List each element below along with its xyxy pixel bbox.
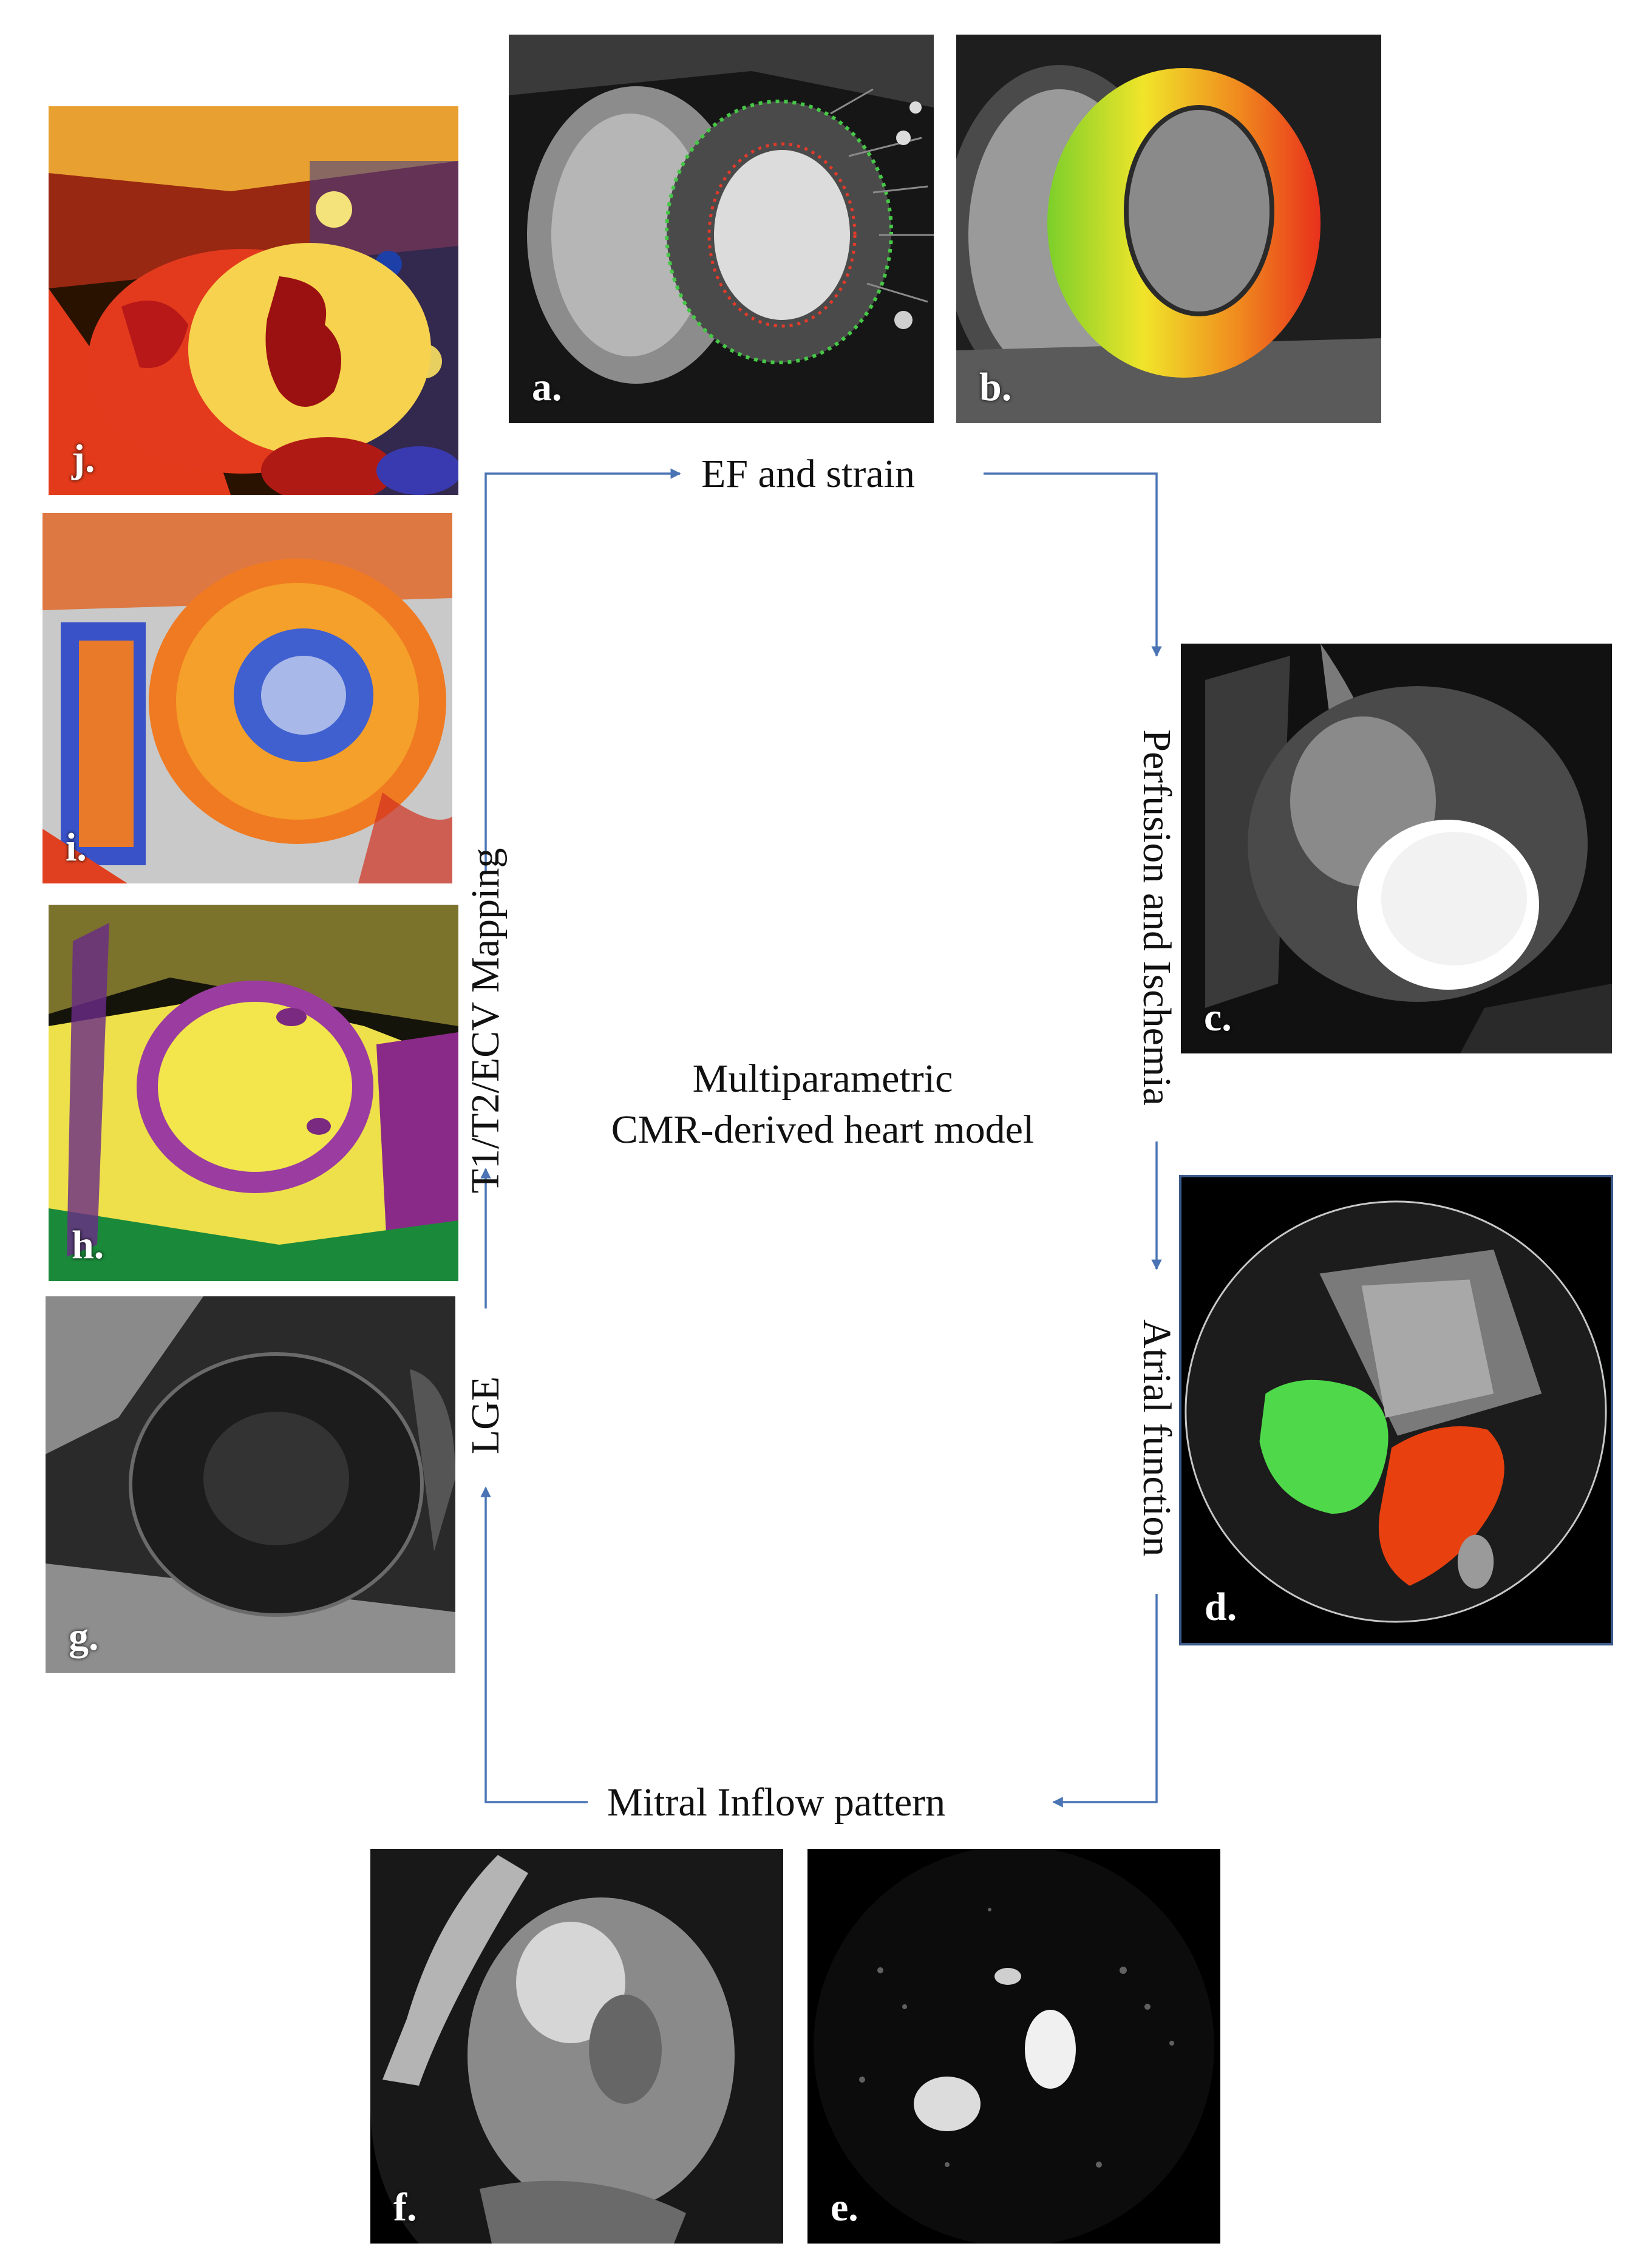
panel-b-strain-map: b. (956, 35, 1381, 423)
label-ef-strain: EF and strain (701, 452, 915, 496)
panel-label-c: c. (1204, 995, 1232, 1039)
label-perfusion-ischemia: Perfusion and Ischemia (1135, 729, 1179, 1106)
panel-label-i: i. (66, 825, 87, 869)
panel-label-e: e. (831, 2185, 858, 2230)
t1-map-image (49, 106, 458, 495)
panel-label-b: b. (979, 365, 1012, 409)
arrow-mapping-to-ef (484, 468, 681, 874)
panel-label-f: f. (393, 2185, 417, 2230)
panel-e-phase-contrast: e. (807, 1849, 1220, 2244)
strain-map-image (956, 35, 1381, 423)
lge-image (46, 1296, 455, 1673)
arrow-ef-to-perfusion (984, 472, 1162, 657)
label-atrial-function: Atrial function (1135, 1319, 1179, 1557)
panel-i-t2-map: i. (42, 513, 452, 883)
panel-j-t1-map: j. (49, 106, 458, 495)
panel-label-h: h. (72, 1223, 104, 1267)
arrow-atrial-to-mitral (1052, 1594, 1158, 1808)
perfusion-image (1181, 644, 1612, 1053)
panel-label-j: j. (72, 437, 95, 481)
center-title-line2: CMR-derived heart model (611, 1107, 1035, 1152)
panel-label-d: d. (1205, 1585, 1237, 1629)
center-title: Multiparametric CMR-derived heart model (519, 1053, 1126, 1156)
ecv-map-image (49, 905, 458, 1281)
panel-a-cine-contours: a. (509, 35, 934, 423)
label-lge: LGE (463, 1376, 508, 1455)
four-chamber-image (370, 1849, 783, 2244)
panel-h-ecv-map: h. (49, 905, 458, 1281)
panel-d-atrial-segmentation: d. (1179, 1175, 1613, 1645)
cine-contour-image (509, 35, 934, 423)
panel-c-perfusion: c. (1181, 644, 1612, 1053)
panel-g-lge: g. (46, 1296, 455, 1673)
panel-label-a: a. (532, 365, 562, 409)
phase-contrast-image (807, 1849, 1220, 2244)
label-mapping: T1/T2/ECV Mapping (463, 848, 508, 1194)
atrial-segmentation-image (1181, 1177, 1611, 1643)
label-mitral-inflow: Mitral Inflow pattern (607, 1780, 946, 1825)
t2-map-image (42, 513, 452, 883)
panel-label-g: g. (69, 1614, 99, 1659)
center-title-line1: Multiparametric (692, 1056, 953, 1101)
arrow-mitral-to-lge (480, 1486, 588, 1803)
panel-f-four-chamber: f. (370, 1849, 783, 2244)
